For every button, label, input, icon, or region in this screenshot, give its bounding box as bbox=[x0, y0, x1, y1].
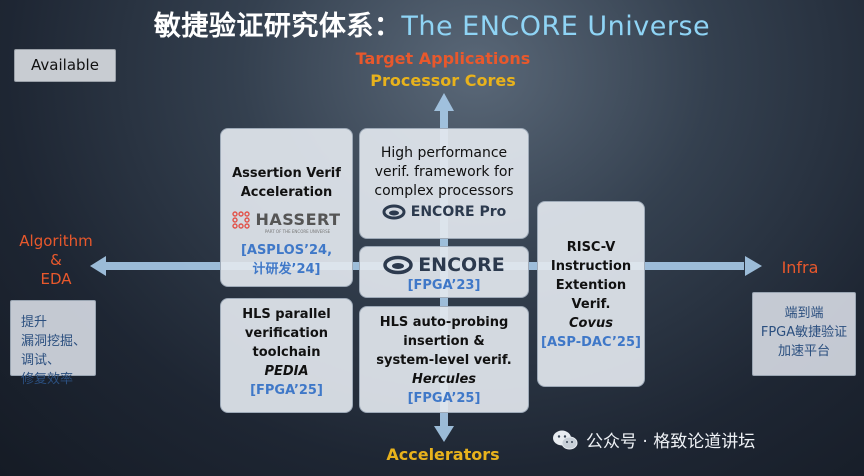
hls-auto-line3: system-level verif. bbox=[376, 353, 512, 368]
left-label-line2: & bbox=[50, 251, 62, 269]
hls-par-venue: [FPGA’25] bbox=[250, 383, 323, 398]
card-high-performance: High performance verif. framework for co… bbox=[359, 128, 529, 239]
available-button[interactable]: Available bbox=[14, 49, 116, 82]
hls-par-line2: verification bbox=[244, 326, 329, 341]
note-right-line: 端到端 bbox=[784, 306, 824, 321]
note-left: 提升 漏洞挖掘、 调试、 修复效率 bbox=[10, 300, 96, 387]
hpv-line1: High performance bbox=[380, 145, 508, 161]
assertion-line2: Acceleration bbox=[240, 185, 333, 200]
note-left-line: 提升 bbox=[21, 315, 48, 330]
left-arrowhead bbox=[90, 256, 106, 276]
axis-label-left: Algorithm & EDA bbox=[5, 232, 107, 289]
assertion-venue1: [ASPLOS’24, bbox=[240, 243, 333, 258]
card-hls-parallel: HLS parallel verification toolchain PEDI… bbox=[220, 298, 353, 413]
encore-pro-text: ENCORE Pro bbox=[410, 204, 507, 220]
encore-pro-logo: ENCORE Pro bbox=[360, 204, 528, 220]
note-left-line: 修复效率 bbox=[21, 372, 74, 387]
note-left-line: 调试、 bbox=[21, 353, 61, 368]
card-riscv: RISC-V Instruction Extention Verif. Covu… bbox=[537, 201, 645, 387]
encore-venue: [FPGA’23] bbox=[407, 278, 481, 293]
hassert-tagline: PART OF THE ENCORE UNIVERSE bbox=[264, 229, 331, 234]
note-right-line: FPGA敏捷验证 bbox=[760, 325, 848, 340]
encore-logo: ENCORE bbox=[360, 254, 528, 276]
title-zh: 敏捷验证研究体系： bbox=[153, 11, 402, 42]
axis-label-bottom: Accelerators bbox=[386, 445, 500, 464]
riscv-line4: Verif. bbox=[571, 297, 611, 312]
hls-par-line3: toolchain bbox=[252, 345, 321, 360]
right-arrowhead bbox=[745, 256, 762, 276]
watermark-text: 公众号 · 格致论道讲坛 bbox=[586, 432, 756, 452]
axis-label-top-sub: Processor Cores bbox=[370, 71, 516, 90]
hassert-dots-icon bbox=[232, 210, 251, 229]
hpv-line3: complex processors bbox=[374, 183, 514, 199]
hassert-logo: HASSERT PART OF THE ENCORE UNIVERSE bbox=[221, 210, 352, 234]
axis-label-right: Infra bbox=[781, 258, 819, 277]
riscv-name: Covus bbox=[569, 316, 613, 331]
note-left-line: 漏洞挖掘、 bbox=[21, 334, 87, 349]
encore-ring-icon bbox=[382, 204, 406, 220]
hls-auto-line1: HLS auto-probing bbox=[379, 315, 509, 330]
title-en: The ENCORE Universe bbox=[401, 11, 711, 42]
hassert-logo-text: HASSERT bbox=[255, 210, 341, 229]
riscv-line1: RISC-V bbox=[566, 240, 616, 255]
hls-par-name: PEDIA bbox=[264, 364, 309, 379]
watermark: 公众号 · 格致论道讲坛 bbox=[552, 427, 852, 452]
left-label-line3: EDA bbox=[40, 270, 72, 288]
assertion-line1: Assertion Verif bbox=[232, 166, 341, 181]
encore-text: ENCORE bbox=[418, 254, 505, 276]
hls-auto-name: Hercules bbox=[411, 372, 477, 387]
card-hls-auto: HLS auto-probing insertion & system-leve… bbox=[359, 306, 529, 413]
left-label-line1: Algorithm bbox=[19, 232, 93, 250]
riscv-line3: Extention bbox=[555, 278, 627, 293]
note-right-line: 加速平台 bbox=[777, 344, 830, 359]
riscv-venue: [ASP-DAC’25] bbox=[541, 335, 641, 350]
hpv-line2: verif. framework for bbox=[374, 164, 514, 180]
note-right: 端到端 FPGA敏捷验证 加速平台 bbox=[752, 292, 856, 376]
riscv-line2: Instruction bbox=[550, 259, 632, 274]
encore-ring-icon bbox=[383, 255, 413, 275]
page-title: 敏捷验证研究体系：The ENCORE Universe bbox=[0, 4, 864, 43]
wechat-icon bbox=[553, 430, 578, 449]
axis-label-top: Target Applications bbox=[355, 49, 531, 68]
card-assertion: Assertion Verif Acceleration HASSERT PAR… bbox=[220, 128, 353, 287]
up-arrowhead bbox=[434, 93, 454, 111]
hls-auto-venue: [FPGA’25] bbox=[407, 391, 481, 406]
assertion-venue2: 计研发’24] bbox=[252, 262, 321, 277]
hls-par-line1: HLS parallel bbox=[242, 307, 331, 322]
card-encore: ENCORE [FPGA’23] bbox=[359, 246, 529, 298]
down-arrowhead bbox=[434, 426, 454, 442]
hls-auto-line2: insertion & bbox=[403, 334, 485, 349]
